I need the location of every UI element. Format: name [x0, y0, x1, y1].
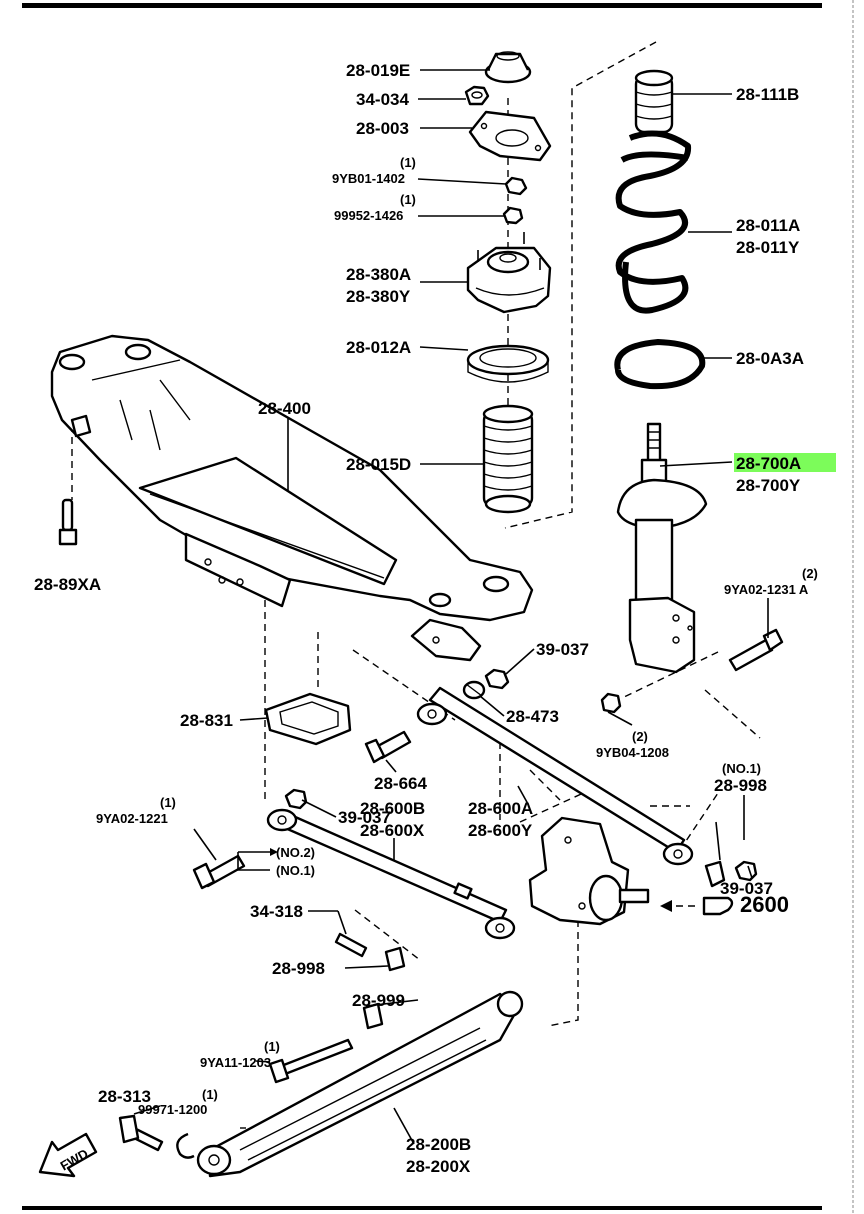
mount-nut: [464, 85, 490, 106]
label-no2: (NO.2): [276, 845, 315, 860]
label-28-999[interactable]: 28-999: [352, 991, 405, 1010]
label-28-380y[interactable]: 28-380Y: [346, 287, 411, 306]
label-28-600a[interactable]: 28-600A: [468, 799, 533, 818]
flange-nut-1: [504, 176, 528, 196]
label-28-998-top[interactable]: 28-998: [714, 776, 767, 795]
flange-nut-2: [502, 206, 524, 225]
label-9ya02-1221[interactable]: 9YA02-1221: [96, 811, 168, 826]
label-28-200x[interactable]: 28-200X: [406, 1157, 471, 1176]
strut-nut: [600, 692, 622, 714]
label-28-011a[interactable]: 28-011A: [736, 216, 800, 235]
qty-9ya02-1231a: (2): [802, 566, 818, 581]
fwd-arrow: [38, 1132, 98, 1178]
nut-39-037-c: [734, 860, 758, 882]
lower-lateral-link: [266, 808, 516, 940]
label-34-034[interactable]: 34-034: [356, 90, 409, 109]
label-28-89xa[interactable]: 28-89XA: [34, 575, 101, 594]
label-28-664[interactable]: 28-664: [374, 774, 427, 793]
label-28-111b[interactable]: 28-111B: [736, 85, 799, 104]
label-28-003[interactable]: 28-003: [356, 119, 409, 138]
label-28-473[interactable]: 28-473: [506, 707, 559, 726]
coil-spring: [615, 130, 692, 314]
label-28-600b[interactable]: 28-600B: [360, 799, 425, 818]
label-28-600x[interactable]: 28-600X: [360, 821, 425, 840]
leader-lines: [133, 69, 769, 1145]
label-28-019e[interactable]: 28-019E: [346, 61, 410, 80]
qty-99952-1426: (1): [400, 192, 416, 207]
nut-39-037-b: [284, 788, 308, 810]
upper-mount-assembly: [466, 232, 552, 314]
cam-bolt: [364, 730, 412, 764]
label-9yb01-1402[interactable]: 9YB01-1402: [332, 171, 405, 186]
upper-lateral-link: [416, 686, 694, 866]
label-28-400[interactable]: 28-400: [258, 399, 311, 418]
lateral-link-bolt: [192, 854, 246, 890]
label-28-012a[interactable]: 28-012A: [346, 338, 411, 357]
strut-bolt: [728, 628, 784, 672]
qty-9ya02-1221: (1): [160, 795, 176, 810]
label-28-015d[interactable]: 28-015D: [346, 455, 411, 474]
bottom-border: [22, 1206, 822, 1210]
top-border: [22, 3, 822, 8]
ref-arrow: [660, 896, 734, 916]
spring-insulator: [614, 339, 706, 390]
qty-99971-1200: (1): [202, 1087, 218, 1102]
label-28-313[interactable]: 28-313: [98, 1087, 151, 1106]
label-39-037-b[interactable]: 39-037: [338, 808, 391, 827]
shock-absorber: [616, 422, 708, 674]
rear-knuckle: [528, 816, 650, 926]
bushing-bracket: [264, 692, 352, 746]
label-99971-1200[interactable]: 99971-1200: [138, 1102, 207, 1117]
crossmember-bolt: [58, 498, 78, 546]
qty-9yb01-1402: (1): [400, 155, 416, 170]
washer-28-998-top: [704, 860, 726, 888]
label-28-831[interactable]: 28-831: [180, 711, 233, 730]
snap-ring: [176, 1132, 195, 1159]
label-28-600y[interactable]: 28-600Y: [468, 821, 533, 840]
trailing-link: [196, 990, 524, 1178]
trailing-link-bolt: [268, 1038, 354, 1084]
washer-28-998: [384, 946, 406, 972]
no-bracket: [237, 848, 278, 871]
label-no1: (NO.1): [276, 863, 315, 878]
qty-9yb04-1208: (2): [632, 729, 648, 744]
label-39-037-a[interactable]: 39-037: [536, 640, 589, 659]
label-34-318[interactable]: 34-318: [250, 902, 303, 921]
label-28-011y[interactable]: 28-011Y: [736, 238, 800, 257]
mount-bracket: [468, 110, 552, 162]
qty-9ya11-1203: (1): [264, 1039, 280, 1054]
label-28-0a3a[interactable]: 28-0A3A: [736, 349, 804, 368]
label-39-037-c[interactable]: 39-037: [720, 879, 773, 898]
label-no1-top: (NO.1): [722, 761, 761, 776]
nut-39-037-a: [484, 668, 510, 690]
label-28-700y[interactable]: 28-700Y: [736, 476, 801, 495]
label-28-700a[interactable]: 28-700A: [736, 454, 801, 473]
cam-washer: [462, 680, 486, 700]
mount-cap: [484, 51, 532, 84]
dust-boot: [482, 404, 534, 514]
label-9yb04-1208[interactable]: 9YB04-1208: [596, 745, 669, 760]
spring-seat-ring: [466, 344, 550, 383]
label-28-200b[interactable]: 28-200B: [406, 1135, 471, 1154]
eccentric-bolt: [118, 1114, 164, 1152]
label-28-998[interactable]: 28-998: [272, 959, 325, 978]
label-99952-1426[interactable]: 99952-1426: [334, 208, 403, 223]
label-9ya02-1231a[interactable]: 9YA02-1231 A: [724, 582, 809, 597]
bump-stop: [634, 69, 674, 134]
highlight-28-700a: [734, 453, 836, 472]
label-28-380a[interactable]: 28-380A: [346, 265, 411, 284]
adjust-bolt: [334, 932, 368, 958]
label-9ya11-1203[interactable]: 9YA11-1203: [200, 1055, 271, 1070]
rear-crossmember: [50, 334, 534, 662]
label-ref-2600[interactable]: 2600: [740, 892, 789, 917]
